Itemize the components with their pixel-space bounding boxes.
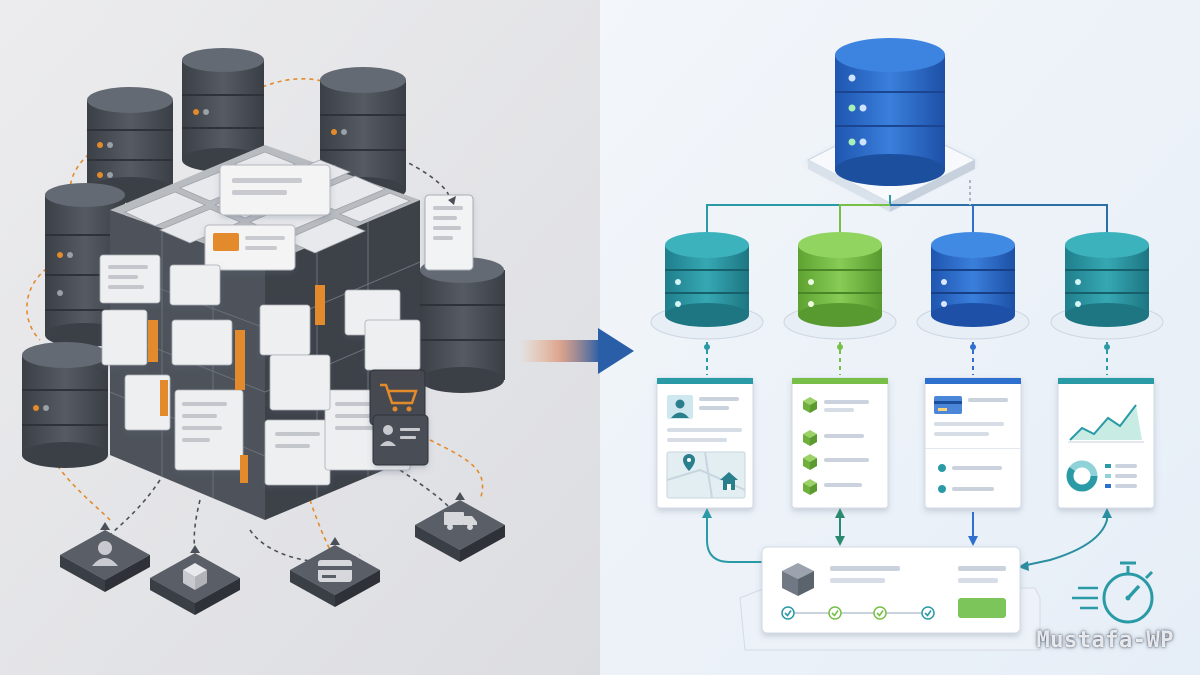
transition-arrow — [520, 328, 634, 374]
sharded-architecture — [650, 38, 1164, 651]
check-icon — [781, 606, 795, 620]
legacy-db-cylinder-5 — [22, 342, 108, 468]
shard-4-card — [1057, 377, 1155, 509]
legacy-db-cylinder-1 — [87, 87, 173, 203]
check-icon — [873, 606, 887, 620]
package-icon — [183, 563, 207, 590]
watermark: Mustafa-WP — [1036, 628, 1174, 653]
payment-card-icon — [318, 560, 352, 582]
central-database — [806, 38, 977, 212]
shard-4-database — [1050, 232, 1164, 340]
monolith-panel — [22, 48, 505, 615]
delivery-tile — [415, 500, 505, 562]
home-icon — [720, 472, 738, 490]
shard-3-card — [924, 377, 1022, 509]
package-icon — [782, 563, 814, 596]
shard-2-database — [783, 232, 897, 340]
user-icon — [92, 541, 118, 566]
shard-1-database — [650, 232, 764, 340]
package-tile — [150, 553, 240, 615]
database-icon — [848, 74, 867, 146]
check-icon — [921, 606, 935, 620]
floating-record-card-right — [424, 194, 474, 271]
package-icon — [803, 454, 817, 470]
user-card — [372, 414, 429, 466]
shard-3-database — [916, 232, 1030, 340]
legacy-db-cylinder-6 — [420, 257, 505, 393]
shopping-cart-icon — [380, 383, 418, 405]
user-tile — [60, 530, 150, 592]
map-pin-icon — [683, 454, 695, 471]
stopwatch-icon — [1072, 561, 1154, 624]
truck-icon — [444, 512, 477, 530]
line-chart-icon — [1068, 404, 1144, 443]
package-icon — [803, 397, 817, 413]
monolith-cube — [99, 145, 421, 520]
payment-tile — [290, 545, 380, 607]
package-icon — [803, 479, 817, 495]
shard-1-card — [656, 377, 754, 509]
user-icon — [667, 395, 693, 419]
payment-card-icon — [934, 396, 962, 414]
query-aggregator — [739, 546, 1041, 651]
package-icon — [803, 430, 817, 446]
shard-2-card — [791, 377, 889, 509]
check-icon — [828, 606, 842, 620]
donut-chart-icon — [1066, 460, 1098, 492]
